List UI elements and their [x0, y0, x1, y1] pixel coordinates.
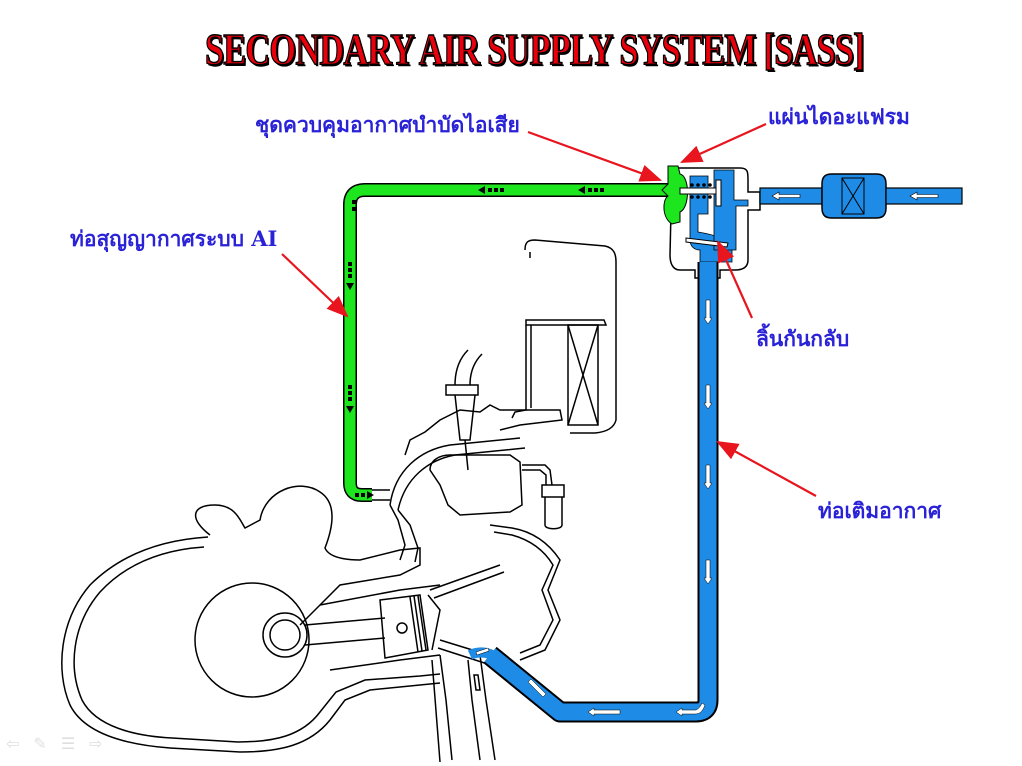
pointer-reed-valve: [716, 239, 754, 319]
label-vacuum-hose: ท่อสุญญากาศระบบ AI: [70, 226, 278, 251]
air-flow-arrows: [771, 191, 939, 201]
air-filter: [821, 173, 887, 219]
cylinder-head: [389, 239, 617, 761]
pointer-arrows: [281, 122, 817, 497]
pointer-diaphragm: [679, 122, 767, 164]
vacuum-flow-arrows: [346, 186, 604, 499]
air-flow-arrows-down: [475, 299, 713, 717]
vacuum-hose: [343, 183, 668, 502]
pointer-air-supply-pipe: [716, 440, 817, 497]
label-air-cutoff-valve: ชุดควบคุมอากาศบำบัดไอเสีย: [255, 112, 520, 137]
label-diaphragm: แผ่นไดอะแฟรม: [768, 104, 910, 129]
pointer-vacuum-hose: [281, 253, 349, 318]
slide-nav[interactable]: ⇦ ✎ ☰ ⇨: [6, 734, 103, 753]
engine-crankcase: [61, 485, 453, 763]
pointer-air-cutoff-valve: [527, 130, 663, 182]
forward-arrow-icon[interactable]: ⇨: [89, 734, 103, 753]
label-air-supply-pipe: ท่อเติมอากาศ: [818, 498, 942, 523]
back-arrow-icon[interactable]: ⇦: [6, 734, 20, 753]
menu-icon[interactable]: ☰: [60, 734, 76, 753]
pen-icon[interactable]: ✎: [33, 734, 47, 753]
air-supply-pipe: [467, 173, 963, 723]
air-cutoff-valve: [661, 165, 761, 279]
label-reed-valve: ลิ้นกันกลับ: [756, 326, 850, 351]
